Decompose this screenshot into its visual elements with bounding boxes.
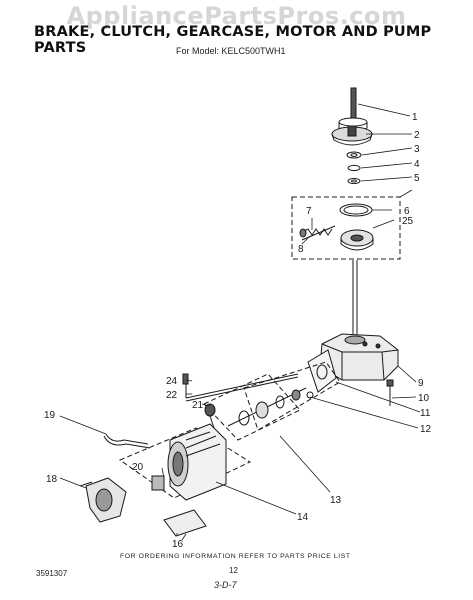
callout-24: 24 bbox=[166, 376, 178, 387]
callout-10: 10 bbox=[418, 393, 430, 404]
callout-12: 12 bbox=[420, 424, 432, 435]
callout-19: 19 bbox=[44, 410, 56, 421]
callout-13: 13 bbox=[330, 495, 342, 506]
clutch-assembly-box bbox=[291, 196, 401, 260]
callout-6: 6 bbox=[404, 206, 410, 217]
brake-housing bbox=[331, 125, 373, 146]
callout-9: 9 bbox=[418, 378, 424, 389]
cover-pad bbox=[163, 509, 207, 537]
callout-25: 25 bbox=[402, 216, 414, 227]
drive-shaft bbox=[352, 260, 358, 334]
callout-2: 2 bbox=[414, 130, 420, 141]
washer-stack bbox=[346, 151, 362, 185]
document-number: 3591307 bbox=[36, 569, 68, 578]
page-code: 3-D-7 bbox=[214, 580, 237, 590]
callout-1: 1 bbox=[412, 112, 418, 123]
callout-14: 14 bbox=[297, 512, 309, 523]
model-line: For Model: KELC500TWH1 bbox=[176, 46, 286, 56]
callout-7: 7 bbox=[306, 206, 312, 217]
callout-11: 11 bbox=[420, 408, 431, 419]
callout-18: 18 bbox=[46, 474, 58, 485]
leader-lines bbox=[59, 103, 421, 541]
callout-3: 3 bbox=[414, 144, 420, 155]
upper-shaft bbox=[338, 87, 368, 133]
watermark: AppliancePartsPros.com bbox=[66, 2, 407, 30]
callout-22: 22 bbox=[166, 390, 178, 401]
callout-labels: 1 2 3 4 5 6 7 8 9 10 11 12 13 14 16 18 1… bbox=[44, 112, 432, 550]
motor-assembly-box bbox=[118, 403, 252, 501]
pump bbox=[79, 477, 127, 523]
page-number: 12 bbox=[229, 566, 238, 575]
callout-21: 21 bbox=[192, 400, 204, 411]
callout-20: 20 bbox=[132, 462, 144, 473]
wire-harness bbox=[103, 433, 151, 449]
coupling-box bbox=[203, 361, 341, 441]
ordering-info-note: FOR ORDERING INFORMATION REFER TO PARTS … bbox=[120, 553, 351, 560]
callout-5: 5 bbox=[414, 173, 420, 184]
callout-4: 4 bbox=[414, 159, 420, 170]
callout-8: 8 bbox=[298, 244, 304, 255]
gearcase bbox=[307, 333, 399, 406]
page-title: BRAKE, CLUTCH, GEARCASE, MOTOR AND PUMP … bbox=[34, 24, 432, 56]
linkage-rod bbox=[182, 373, 299, 402]
callout-16: 16 bbox=[172, 539, 184, 550]
